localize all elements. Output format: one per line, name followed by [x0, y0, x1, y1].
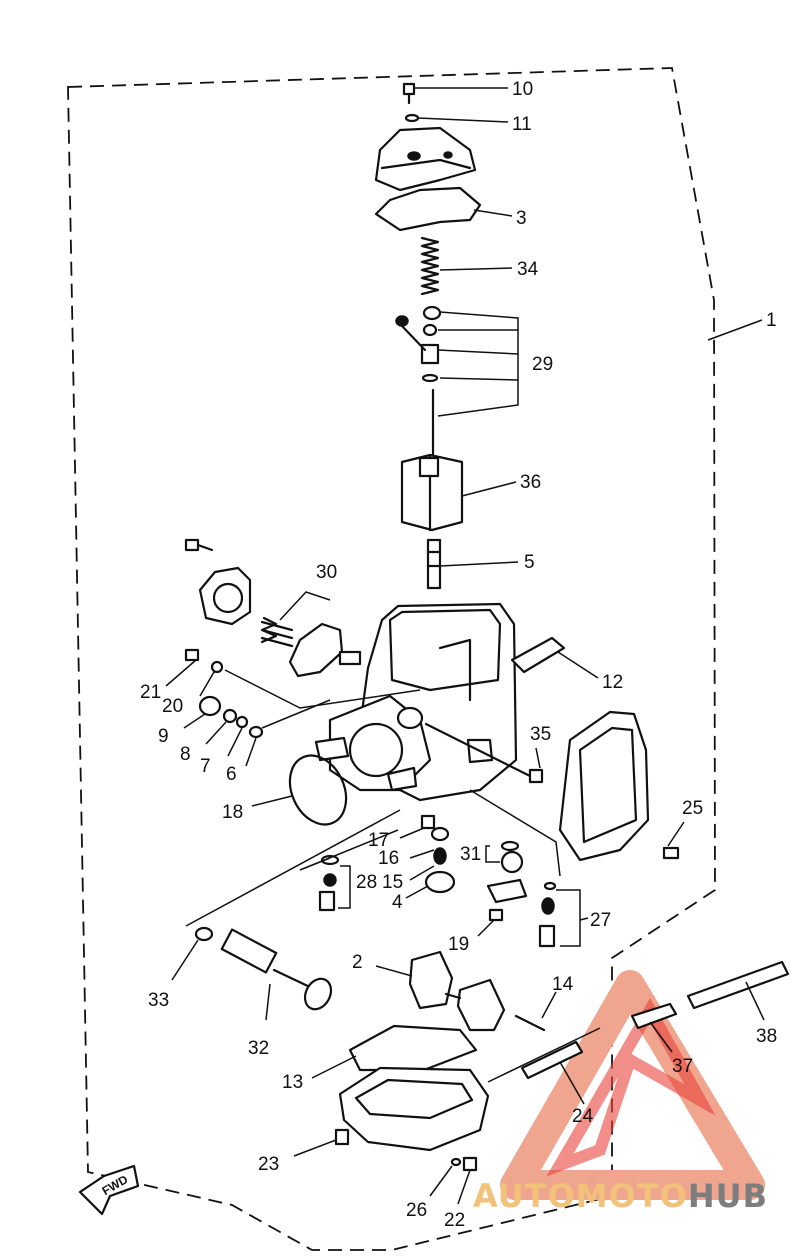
- automotohub-watermark: AUTOMOTOHUB: [473, 970, 768, 1215]
- watermark-triangle-inner: [546, 997, 716, 1177]
- callout-32: 32: [248, 1038, 269, 1059]
- callout-8: 8: [180, 744, 191, 765]
- callout-3: 3: [516, 208, 527, 229]
- screw-23-part: [334, 1128, 350, 1146]
- callout-1: 1: [766, 310, 777, 331]
- needle-jet-part: [426, 538, 442, 590]
- callout-7: 7: [200, 756, 211, 777]
- fitting-37-part: [630, 1002, 678, 1030]
- callout-35: 35: [530, 724, 551, 745]
- float-bowl-part: [338, 1024, 490, 1152]
- callout-5: 5: [524, 552, 535, 573]
- callout-23: 23: [258, 1154, 279, 1175]
- drain-screw-part: [450, 1156, 478, 1172]
- callout-38: 38: [756, 1026, 777, 1047]
- pipe-12-part: [510, 636, 566, 674]
- callout-37: 37: [672, 1056, 693, 1077]
- hose-38-part: [686, 960, 790, 1010]
- float-pin-14-part: [514, 1014, 546, 1032]
- callout-labels: 10 11 3 34 1 29 36 5 30 12 21 20 9 8 7 6…: [140, 79, 777, 1231]
- callout-17: 17: [368, 830, 389, 851]
- callout-14: 14: [552, 974, 574, 995]
- callout-26: 26: [406, 1200, 427, 1221]
- fwd-arrow: FWD: [78, 1164, 140, 1216]
- washer-33-part: [194, 926, 214, 942]
- callout-28: 28: [356, 872, 377, 893]
- gasket-part: [374, 186, 482, 232]
- callout-21: 21: [140, 682, 161, 703]
- callout-24: 24: [572, 1106, 594, 1127]
- floats-part: [408, 950, 506, 1032]
- top-screw-part: [402, 82, 420, 123]
- callout-34: 34: [517, 259, 539, 280]
- watermark-text: AUTOMOTOHUB: [473, 1177, 768, 1215]
- spring-part: [420, 236, 440, 296]
- callout-6: 6: [226, 764, 237, 785]
- coasting-enricher-cover-part: [184, 538, 252, 626]
- valve-seat-31-part: [486, 840, 528, 922]
- diaphragm-assembly-part: [260, 616, 362, 678]
- small-screws-left-part: [184, 648, 224, 674]
- callout-27: 27: [590, 910, 611, 931]
- callout-13: 13: [282, 1072, 303, 1093]
- starter-plunger-32-part: [220, 928, 333, 1011]
- screw-27-part: [538, 881, 557, 948]
- callout-10: 10: [512, 79, 533, 100]
- callout-19: 19: [448, 934, 469, 955]
- callout-12: 12: [602, 672, 623, 693]
- top-cover-part: [374, 126, 477, 192]
- callout-18: 18: [222, 802, 243, 823]
- callout-29: 29: [532, 354, 553, 375]
- screw-35-part: [528, 768, 544, 784]
- pilot-jet-28-part: [318, 854, 340, 912]
- callout-2: 2: [352, 952, 363, 973]
- jet-needle-set-part: [395, 305, 442, 457]
- callout-33: 33: [148, 990, 169, 1011]
- pipe-24-part: [520, 1040, 584, 1080]
- callout-15: 15: [382, 872, 403, 893]
- callout-20: 20: [162, 696, 183, 717]
- callout-22: 22: [444, 1210, 465, 1231]
- pilot-screw-set-part: [198, 695, 264, 739]
- throttle-side-cover-part: [558, 710, 650, 862]
- main-jet-set-part: [420, 814, 456, 894]
- intake-o-ring-part: [288, 754, 348, 826]
- callout-9: 9: [158, 726, 169, 747]
- callout-4: 4: [392, 892, 403, 913]
- watermark-text-part1: AUTOMOTO: [473, 1177, 688, 1215]
- callout-36: 36: [520, 472, 541, 493]
- throttle-valve-part: [400, 453, 464, 532]
- screw-25-part: [662, 846, 680, 860]
- carburetor-body-part: [314, 602, 532, 802]
- callout-30: 30: [316, 562, 337, 583]
- callout-25: 25: [682, 798, 703, 819]
- leader-lines: [165, 87, 765, 1205]
- watermark-text-part2: HUB: [688, 1177, 768, 1215]
- callout-11: 11: [512, 114, 532, 135]
- callout-31: 31: [460, 844, 481, 865]
- callout-16: 16: [378, 848, 399, 869]
